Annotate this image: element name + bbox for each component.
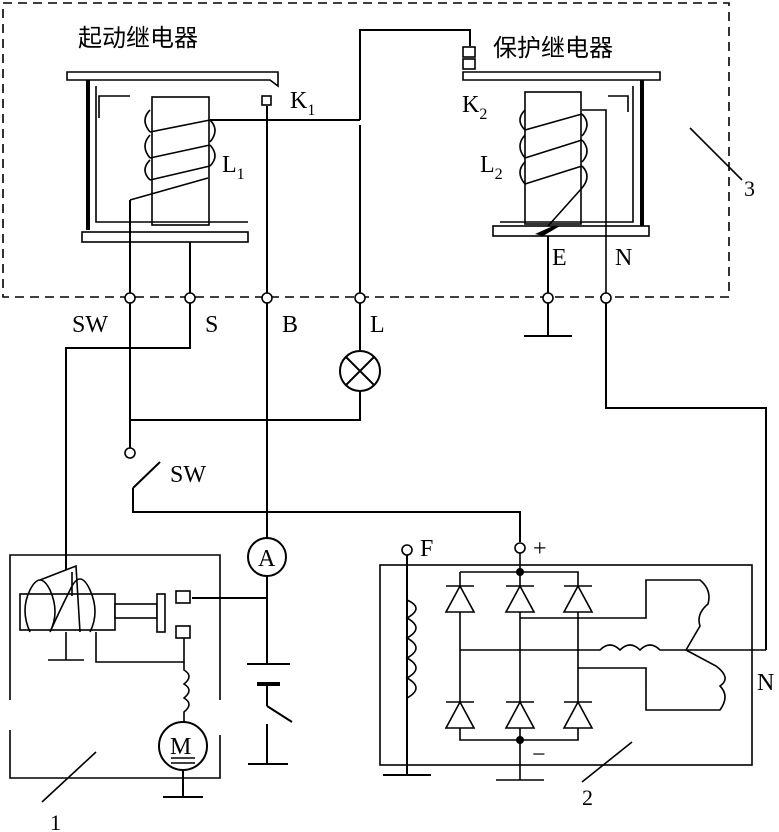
start-relay-yoke-inner xyxy=(95,86,248,223)
protection-relay-core xyxy=(524,91,582,225)
relay-enclosure xyxy=(2,2,730,298)
plus-terminal xyxy=(514,542,526,554)
f-terminal xyxy=(401,544,413,556)
start-relay-core xyxy=(151,96,210,226)
starter-solenoid xyxy=(19,593,116,631)
starter-contact-upper xyxy=(175,590,191,604)
protection-relay-base xyxy=(492,225,650,237)
stator-winding-1 xyxy=(460,644,686,652)
n-label: N xyxy=(615,245,632,271)
ignition-switch-label: SW xyxy=(170,462,206,488)
ignition-switch-blade xyxy=(132,461,161,489)
start-relay xyxy=(66,71,360,298)
stator-winding-2 xyxy=(520,579,710,651)
f-label: F xyxy=(420,536,433,562)
relay-terminals xyxy=(124,292,612,304)
motor-label: M xyxy=(170,734,191,760)
starter-field-coil xyxy=(182,662,190,722)
start-relay-title: 起动继电器 xyxy=(78,24,198,52)
ammeter-label: A xyxy=(258,546,276,572)
start-relay-armature xyxy=(66,71,279,88)
e-ground xyxy=(524,303,572,337)
starter-contact-lower xyxy=(175,625,191,639)
n-alternator-label: N xyxy=(757,670,774,696)
battery-switch xyxy=(266,705,293,723)
l2-label: L2 xyxy=(480,152,503,183)
protection-relay xyxy=(359,29,661,298)
plus-label: + xyxy=(533,536,547,562)
e-label: E xyxy=(552,245,567,271)
ignition-switch-terminal xyxy=(124,447,136,459)
sw-terminal-label: SW xyxy=(72,312,108,338)
alternator xyxy=(379,542,766,781)
field-winding xyxy=(405,599,417,699)
protection-relay-armature xyxy=(462,71,661,81)
b-terminal-label: B xyxy=(282,312,298,338)
l-terminal-label: L xyxy=(370,312,385,338)
k1-contact xyxy=(261,95,272,106)
start-relay-coil xyxy=(129,109,216,201)
alternator-housing xyxy=(379,564,753,766)
minus-label: − xyxy=(532,742,546,768)
protection-relay-coil xyxy=(519,109,588,227)
protection-relay-title: 保护继电器 xyxy=(493,34,613,62)
k1-label: K1 xyxy=(290,88,315,119)
neutral-wire xyxy=(605,303,767,650)
starter: M xyxy=(9,554,221,798)
rectifier-bridge xyxy=(459,571,579,741)
l1-label: L1 xyxy=(222,152,245,183)
ref-2: 2 xyxy=(582,785,593,810)
stator-winding-3 xyxy=(578,649,726,711)
start-relay-base xyxy=(81,231,249,243)
k2-label: K2 xyxy=(462,92,487,123)
s-terminal-label: S xyxy=(205,312,218,338)
ref-3: 3 xyxy=(744,176,755,201)
ref-1: 1 xyxy=(50,810,61,832)
